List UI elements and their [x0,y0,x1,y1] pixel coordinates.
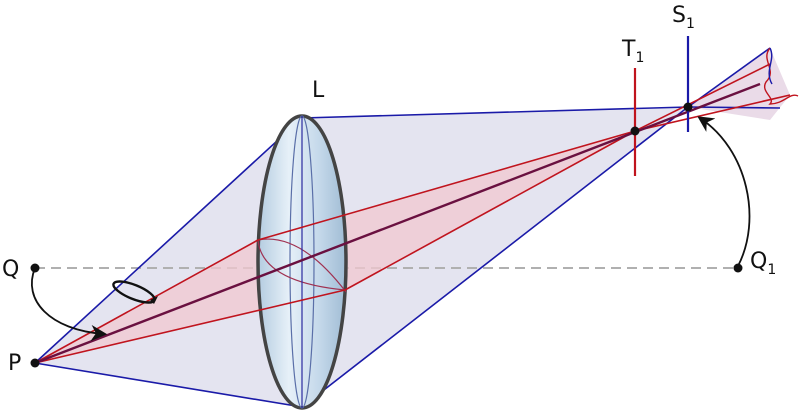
point-q-dot [30,263,40,273]
lens-l [256,114,348,410]
point-s1-dot [683,102,693,112]
sagittal-ray-edges [34,47,781,408]
label-q: Q [2,257,19,282]
label-lens: L [312,78,325,103]
bundle-cut-edge [763,47,799,105]
ray-tail-fill [688,48,790,120]
rotation-indicator-icon [112,280,158,304]
point-p-dot [30,358,40,368]
rotation-arrow-q-p [30,267,108,342]
label-t1: T1 [621,37,644,66]
point-q1-dot [733,263,743,273]
label-p: P [8,351,21,376]
bundle-cut-edge-blue [768,47,773,85]
point-t1-dot [630,126,640,136]
label-s1: S1 [672,3,695,32]
label-q1: Q1 [750,249,776,278]
rotation-arrow-q1-s1 [697,116,751,267]
